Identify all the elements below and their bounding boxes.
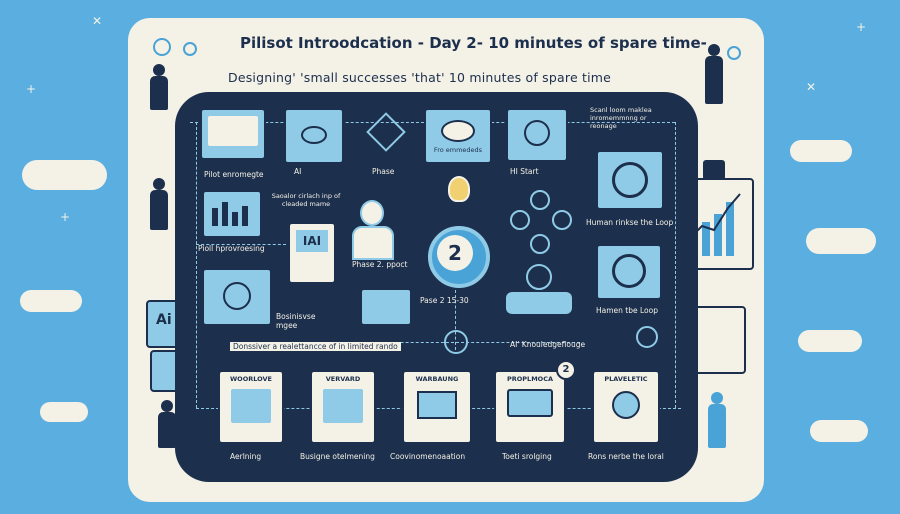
sparkle-icon: ✕: [806, 80, 817, 94]
network-node: [526, 264, 552, 290]
ai-badge: IAI: [296, 230, 328, 252]
network-node: [530, 234, 550, 254]
middle-line-left: Donssiver a realettancce of in limited r…: [230, 342, 401, 351]
step-caption: Fro emmededs: [433, 146, 483, 154]
presenter-figure: [352, 200, 394, 260]
step-label: HI Start: [510, 167, 539, 176]
bottom-card-5[interactable]: PLAVELETIC: [592, 370, 660, 444]
step-label: Pilot enromegte: [204, 170, 264, 179]
cloud-decoration: [798, 330, 862, 352]
workflow-step-human-loop[interactable]: [596, 150, 664, 210]
connector-line: [196, 244, 286, 245]
pase-label: Pase 2 15-30: [420, 296, 469, 305]
workflow-step-ai[interactable]: [284, 108, 344, 164]
phase-label: Phase 2. ppoct: [352, 260, 408, 269]
card-title: WOORLOVE: [230, 375, 272, 383]
center-note: Saoalor cirlach inp of cleaded mame: [271, 192, 341, 208]
target-icon: [444, 330, 468, 354]
cloud-decoration: [40, 402, 88, 422]
clipboard-icon: [703, 160, 725, 180]
flow-icon: [231, 389, 271, 423]
sparkle-icon: ✕: [92, 14, 103, 28]
workflow-step-review[interactable]: [360, 288, 412, 326]
network-node: [530, 190, 550, 210]
bottom-card-4[interactable]: PROPLMOCA: [494, 370, 566, 444]
bottom-card-3[interactable]: WARBAUNG: [402, 370, 472, 444]
gear-icon: [183, 42, 197, 56]
card-title: VERVARD: [325, 375, 361, 383]
card-title: PROPLMOCA: [507, 375, 553, 383]
chat-icon: [507, 389, 553, 417]
sparkle-icon: +: [26, 82, 37, 96]
circle-number: 2: [437, 235, 473, 271]
page-subtitle: Designing' 'small successes 'that' 10 mi…: [228, 70, 612, 85]
network-node: [510, 210, 530, 230]
bottom-card-2[interactable]: VERVARD: [310, 370, 376, 444]
card-title: PLAVELETIC: [604, 375, 648, 383]
workflow-step-chart[interactable]: [202, 190, 262, 238]
connector-line: [196, 122, 197, 408]
step-label: AI: [294, 167, 302, 176]
bar-chart-icon: [212, 202, 248, 226]
workflow-step-pilot[interactable]: [200, 108, 266, 160]
card-label: Toeti srolging: [502, 452, 552, 461]
page-title: Pilisot Introodcation - Day 2- 10 minute…: [240, 34, 707, 52]
workflow-step-view[interactable]: Fro emmededs: [424, 108, 492, 164]
workflow-step-start[interactable]: [506, 108, 568, 162]
step-label: Phase: [372, 167, 395, 176]
card-label: Coovinomenoaation: [390, 452, 466, 461]
target-icon: [153, 38, 171, 56]
person-figure: [708, 392, 726, 448]
connector-line: [455, 290, 456, 350]
screen-icon: [208, 116, 258, 146]
card-label: Rons nerbe the loral: [588, 452, 664, 461]
number-circle: 2: [428, 226, 490, 288]
flow-icon: [323, 389, 363, 423]
sparkle-icon: +: [856, 20, 867, 34]
card-label: Aerlning: [230, 452, 262, 461]
cloud-decoration: [810, 420, 868, 442]
middle-line-right: AI' Knouledgeflouge: [510, 340, 586, 349]
ai-badge: Ai: [156, 312, 172, 328]
target-icon: [524, 120, 550, 146]
target-icon: [223, 282, 251, 310]
top-note: Scanl loom maklea inromemmnng or reonage: [590, 106, 652, 130]
target-icon: [612, 162, 648, 198]
eye-icon: [441, 120, 475, 142]
team-figures: [506, 292, 572, 314]
ai-document: IAI: [288, 222, 336, 284]
person-figure: [705, 44, 723, 104]
badge-number: 2: [562, 364, 570, 375]
network-node: [552, 210, 572, 230]
cloud-decoration: [20, 290, 82, 312]
person-figure: [150, 178, 168, 230]
step-label: Pioll hprovroesing: [198, 244, 265, 253]
cloud-decoration: [806, 228, 876, 254]
person-figure: [158, 400, 176, 448]
bottom-card-1[interactable]: WOORLOVE: [218, 370, 284, 444]
target-icon: [727, 46, 741, 60]
card-label: Busigne otelmening: [300, 452, 375, 461]
workflow-step-meeting[interactable]: [202, 268, 272, 326]
step-label: Hamen tbe Loop: [596, 306, 658, 315]
person-figure: [150, 64, 168, 110]
sparkle-icon: +: [60, 210, 71, 224]
mail-icon: [417, 391, 457, 419]
target-icon: [612, 254, 646, 288]
card-title: WARBAUNG: [415, 375, 459, 383]
workflow-step-human-loop-2[interactable]: [596, 244, 662, 300]
target-icon: [612, 391, 640, 419]
connector-line: [675, 122, 676, 408]
step-label: Bosinisvse mgee: [276, 312, 316, 330]
cloud-decoration: [22, 160, 107, 190]
step-label: Human rinkse the Loop: [586, 218, 674, 227]
eye-icon: [301, 126, 327, 144]
cloud-decoration: [790, 140, 852, 162]
lightbulb-icon: [448, 176, 470, 202]
award-icon: [636, 326, 658, 348]
step-number-badge: 2: [556, 360, 576, 380]
